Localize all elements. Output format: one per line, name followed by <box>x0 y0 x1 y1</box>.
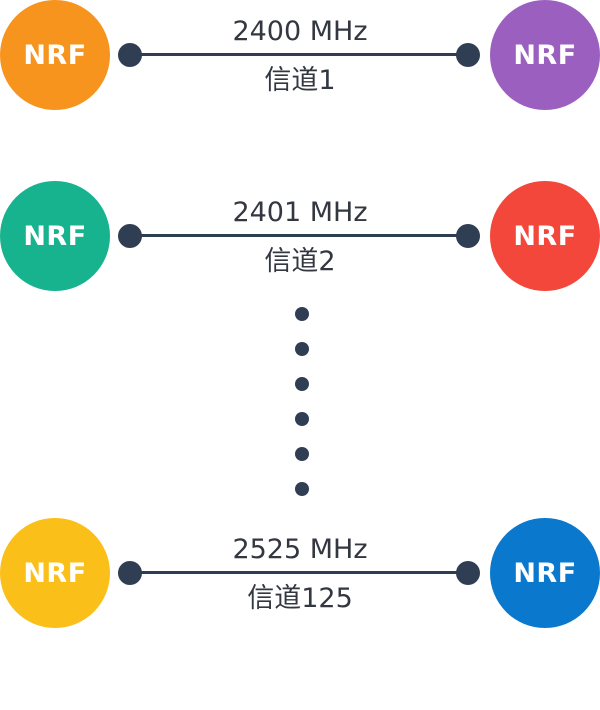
channel-label-3: 信道125 <box>247 583 353 614</box>
nrf-node-left-1: NRF <box>0 0 110 110</box>
link-endpoint-left-2 <box>118 224 142 248</box>
link-line-2 <box>129 234 468 237</box>
ellipsis-dot <box>295 412 309 426</box>
link-line-3 <box>129 571 468 574</box>
frequency-label-2: 2401 MHz <box>232 197 368 228</box>
ellipsis-dot <box>295 447 309 461</box>
nrf-node-right-1: NRF <box>490 0 600 110</box>
nrf-node-right-2: NRF <box>490 181 600 291</box>
frequency-label-3: 2525 MHz <box>232 534 368 565</box>
ellipsis-dot <box>295 377 309 391</box>
nrf-node-left-3: NRF <box>0 518 110 628</box>
link-line-1 <box>129 53 468 56</box>
link-endpoint-right-3 <box>456 561 480 585</box>
link-endpoint-left-3 <box>118 561 142 585</box>
nrf-node-left-2: NRF <box>0 181 110 291</box>
channel-label-1: 信道1 <box>264 65 336 96</box>
ellipsis-dot <box>295 342 309 356</box>
ellipsis-dot <box>295 307 309 321</box>
nrf-node-right-3: NRF <box>490 518 600 628</box>
link-endpoint-right-2 <box>456 224 480 248</box>
channel-label-2: 信道2 <box>264 246 336 277</box>
ellipsis-dot <box>295 482 309 496</box>
frequency-label-1: 2400 MHz <box>232 16 368 47</box>
link-endpoint-right-1 <box>456 43 480 67</box>
link-endpoint-left-1 <box>118 43 142 67</box>
